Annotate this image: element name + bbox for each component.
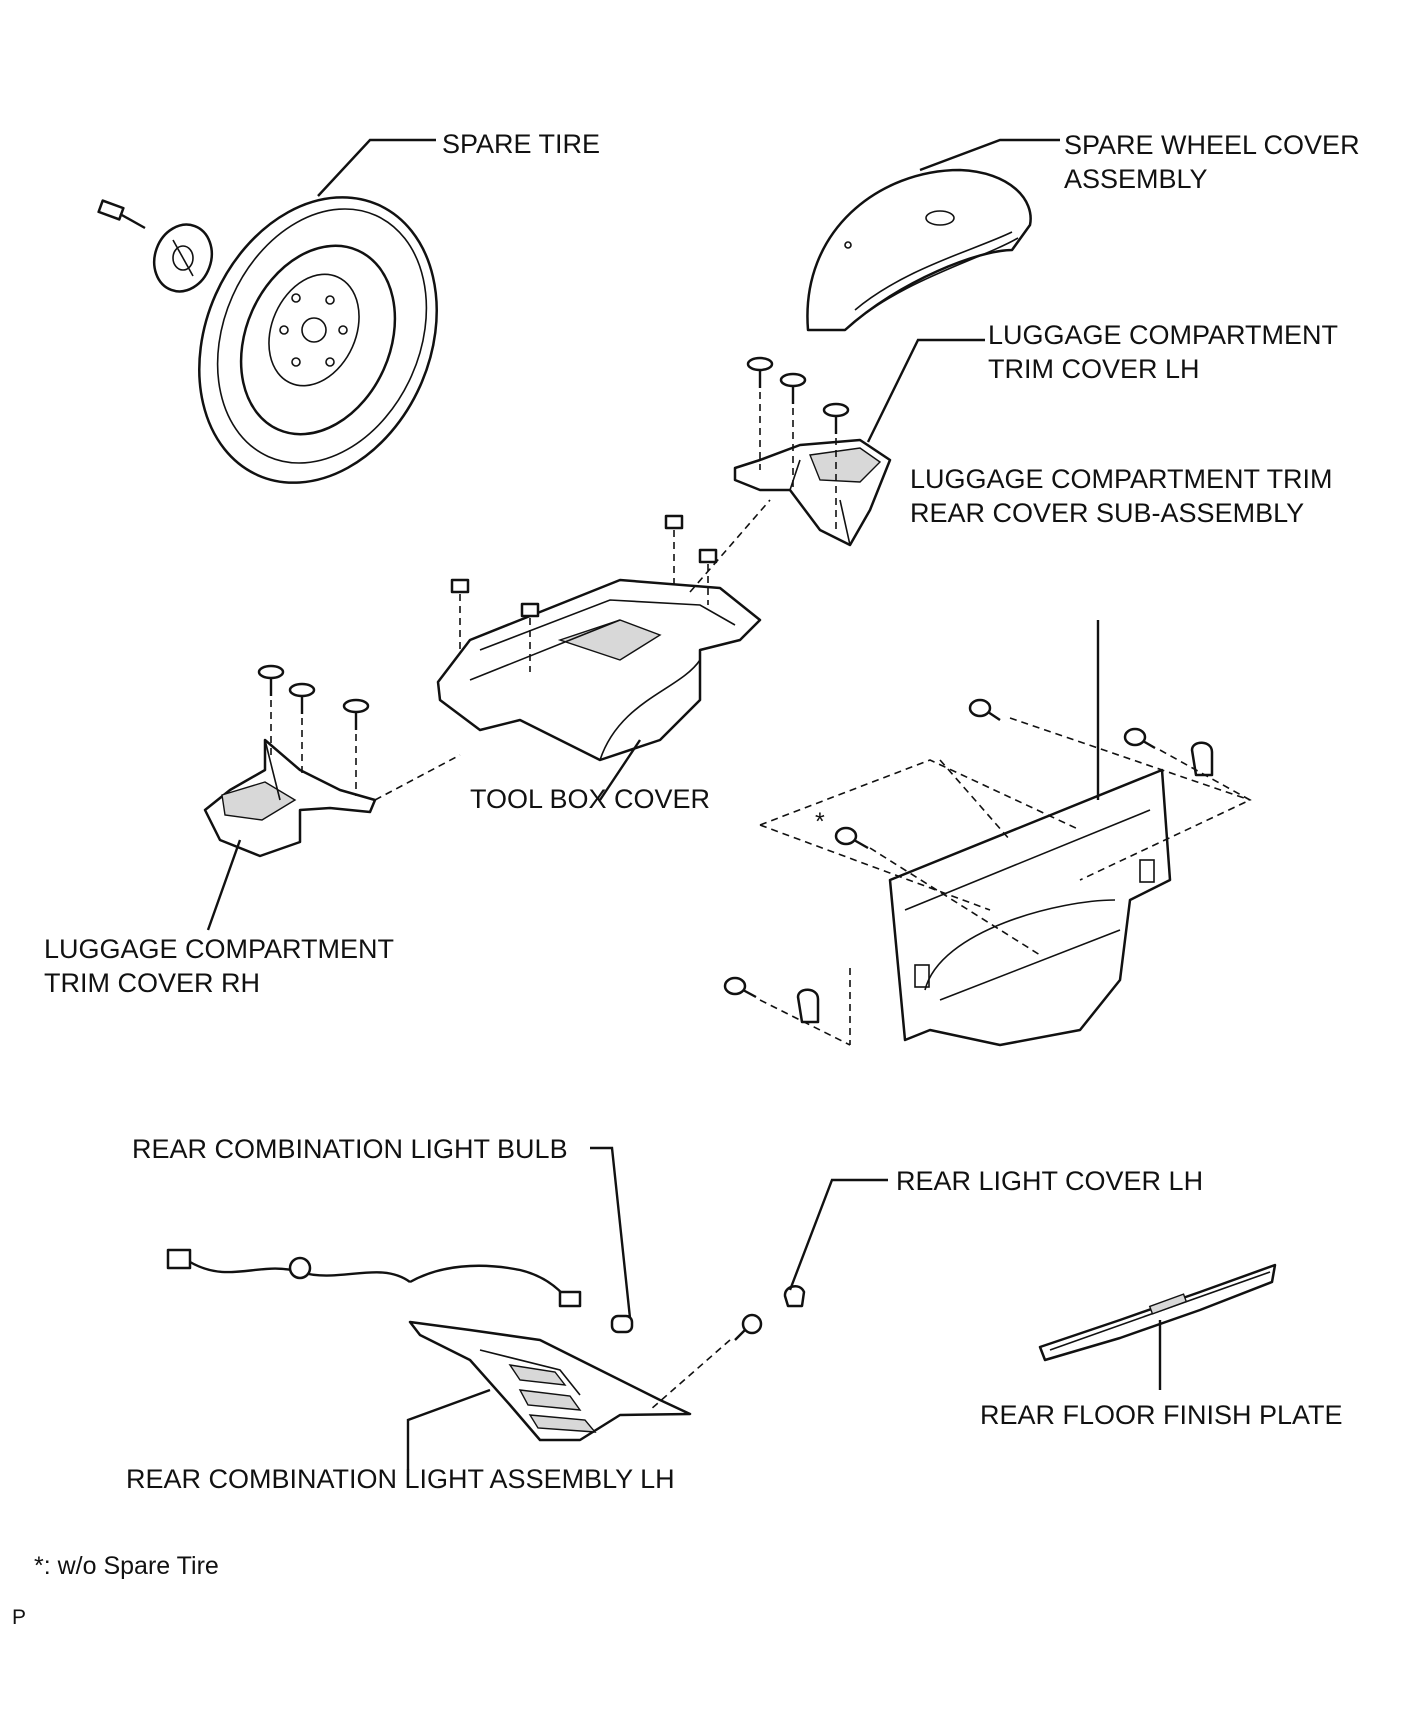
hold-down-clamp — [152, 223, 214, 293]
spare-wheel-cover-illustration — [806, 168, 1032, 332]
tool-box-nuts — [450, 514, 718, 672]
label-rear-light-cover-lh: REAR LIGHT COVER LH — [896, 1166, 1203, 1196]
rear-floor-finish-plate-illustration — [1038, 1263, 1277, 1362]
label-spare-wheel-cover-2: ASSEMBLY — [1064, 164, 1208, 194]
rear-light-wiring-illustration — [166, 1248, 634, 1334]
label-rear-combination-light-assembly-lh: REAR COMBINATION LIGHT ASSEMBLY LH — [126, 1464, 675, 1494]
label-tool-box-cover: TOOL BOX COVER — [470, 784, 710, 814]
hold-down-bolt — [97, 199, 146, 230]
label-trim-rear-cover-1: LUGGAGE COMPARTMENT TRIM — [910, 464, 1333, 494]
bulb-shape — [610, 1314, 634, 1334]
rear-light-nut-and-cover — [649, 1284, 806, 1411]
panel-dash-lines — [759, 717, 1252, 1046]
label-trim-cover-lh-1: LUGGAGE COMPARTMENT — [988, 320, 1338, 350]
tool-box-cover-illustration — [436, 578, 762, 762]
rear-trim-panel-illustration — [888, 768, 1172, 1047]
page-code: P — [12, 1606, 26, 1629]
trim-rear-cover-illustration — [733, 438, 892, 547]
label-trim-cover-lh-2: TRIM COVER LH — [988, 354, 1200, 384]
label-rear-combination-light-bulb: REAR COMBINATION LIGHT BULB — [132, 1134, 568, 1164]
asterisk-marker: * — [815, 808, 825, 836]
label-trim-cover-rh-1: LUGGAGE COMPARTMENT — [44, 934, 394, 964]
clips-left — [257, 664, 370, 796]
trim-cover-rh-illustration — [203, 738, 377, 858]
rear-light-assembly-illustration — [408, 1320, 692, 1442]
label-trim-rear-cover-2: REAR COVER SUB-ASSEMBLY — [910, 498, 1304, 528]
part-labels: SPARE TIRE SPARE WHEEL COVER ASSEMBLY LU… — [44, 129, 1360, 1494]
label-rear-floor-finish-plate: REAR FLOOR FINISH PLATE — [980, 1400, 1343, 1430]
label-spare-tire: SPARE TIRE — [442, 129, 600, 159]
label-spare-wheel-cover-1: SPARE WHEEL COVER — [1064, 130, 1360, 160]
footnote: *: w/o Spare Tire — [34, 1552, 219, 1580]
spare-tire-illustration — [97, 196, 438, 484]
label-trim-cover-rh-2: TRIM COVER RH — [44, 968, 260, 998]
clips-top — [746, 356, 850, 530]
panel-fasteners — [723, 698, 1214, 1024]
